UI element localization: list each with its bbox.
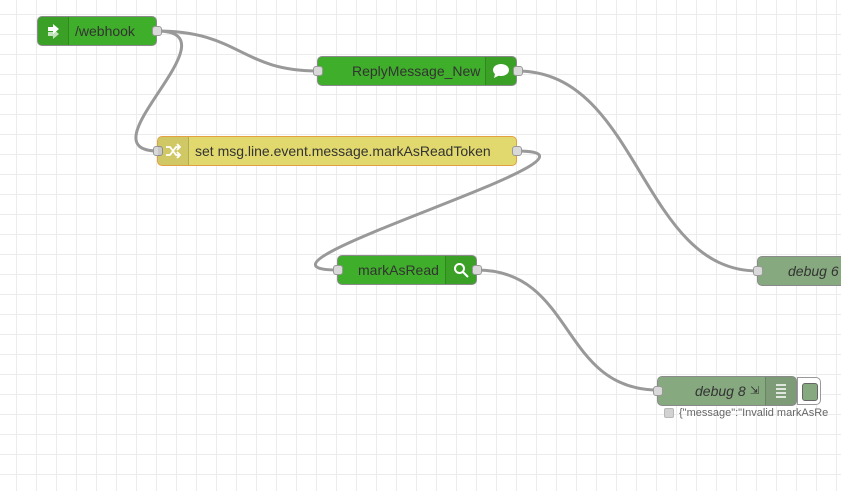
wire-webhook-to-reply[interactable] [155,29,320,73]
debug6-input-port[interactable] [753,266,763,276]
wire-markasread-to-debug8[interactable] [475,268,660,392]
wire-change-to-markasread[interactable] [314,149,541,272]
reply-input-port[interactable] [313,66,323,76]
mark-as-read-input-port[interactable] [333,265,343,275]
mark-as-read-label: markAsRead [358,262,439,278]
list-icon [765,377,796,405]
chat-bubble-icon [485,57,516,85]
mark-as-read-output-port[interactable] [472,265,482,275]
wire-webhook-to-change[interactable] [134,29,184,153]
debug8-badge: ⇲ [750,385,760,397]
arrow-in-icon [38,17,69,45]
webhook-node-label: /webhook [75,23,135,39]
status-dot-icon [664,408,674,418]
mark-as-read-node[interactable]: markAsRead [333,255,482,285]
change-output-port[interactable] [512,146,522,156]
reply-node-label: ReplyMessage_New [352,63,481,79]
change-node-label: set msg.line.event.message.markAsReadTok… [195,143,491,159]
webhook-node[interactable]: /webhook [37,16,162,46]
reply-output-port[interactable] [513,66,523,76]
debug8-node[interactable]: debug 8 ⇲ [653,376,821,406]
change-node[interactable]: set msg.line.event.message.markAsReadTok… [153,136,522,166]
change-input-port[interactable] [153,146,163,156]
debug8-toggle-button[interactable] [797,377,821,405]
shuffle-icon [158,137,189,165]
wire-reply-to-debug6[interactable] [515,69,760,273]
debug8-input-port[interactable] [653,386,663,396]
debug6-node[interactable]: debug 6 [753,256,841,286]
debug8-status-text: {"message":"Invalid markAsRe [679,407,829,419]
debug8-label: debug 8 [695,383,746,399]
search-icon [445,256,476,284]
webhook-output-port[interactable] [152,26,162,36]
reply-message-node[interactable]: ReplyMessage_New [313,56,523,86]
debug6-label: debug 6 [788,263,839,279]
debug8-status: {"message":"Invalid markAsRe [664,407,828,419]
